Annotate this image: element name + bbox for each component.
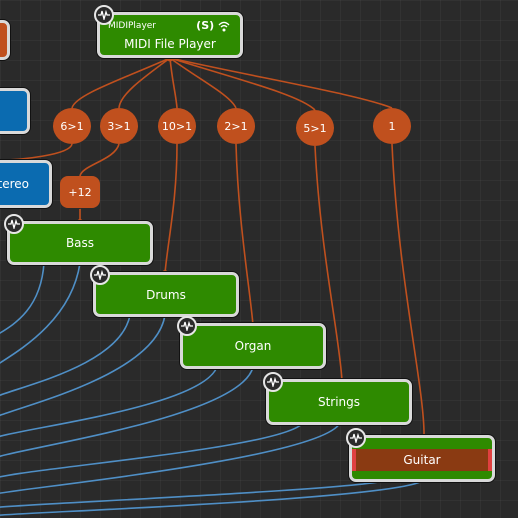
channel-op-10[interactable]: 10>1	[158, 108, 196, 144]
midi-player-node[interactable]: MIDIPlayer (S) MIDI File Player	[94, 5, 243, 58]
midi-wire	[79, 143, 120, 177]
organ-node-label: Organ	[234, 339, 272, 353]
sync-status-glyph: (S)	[196, 19, 215, 32]
channel-op-3[interactable]: 3>1	[100, 108, 138, 144]
strings-node[interactable]: Strings	[263, 372, 412, 425]
channel-op-label: 1	[388, 119, 396, 133]
guitar-selection-bar: Guitar	[352, 449, 492, 471]
midi-wire	[164, 143, 178, 274]
midi-wire	[169, 57, 393, 109]
midi-wire	[235, 143, 254, 326]
audio-wire	[0, 314, 166, 417]
channel-op-2[interactable]: 2>1	[217, 108, 255, 144]
channel-op-1[interactable]: 1	[373, 108, 411, 144]
midi-wire	[71, 57, 171, 109]
stereo-node-label: tereo	[0, 177, 29, 191]
audio-wire	[0, 422, 341, 494]
waveform-icon	[90, 265, 110, 285]
offscreen-node-orange[interactable]	[0, 20, 10, 60]
audio-wire	[0, 479, 389, 508]
transpose-op[interactable]: +12	[60, 176, 100, 208]
stereo-node[interactable]: tereo	[0, 160, 52, 208]
midi-wire	[314, 145, 343, 382]
channel-op-label: 2>1	[224, 119, 248, 133]
audio-wire	[0, 366, 254, 458]
audio-wire	[0, 479, 425, 516]
bass-node-label: Bass	[65, 236, 95, 250]
midi-player-title: MIDI File Player	[124, 37, 216, 51]
offscreen-node-blue[interactable]	[0, 88, 30, 134]
midi-wire	[169, 57, 178, 109]
channel-op-5[interactable]: 5>1	[296, 110, 334, 146]
midi-wire	[118, 57, 171, 109]
drums-node-label: Drums	[146, 287, 186, 302]
guitar-node-label: Guitar	[403, 453, 441, 467]
strings-node-label: Strings	[317, 395, 361, 409]
guitar-node[interactable]: Guitar	[346, 428, 495, 482]
waveform-icon	[94, 5, 114, 25]
midi-player-type-label: MIDIPlayer	[108, 21, 157, 31]
waveform-icon	[177, 316, 197, 336]
midi-wire	[169, 57, 316, 111]
channel-op-label: 6>1	[60, 119, 84, 133]
wifi-icon	[218, 21, 230, 31]
midi-wire	[391, 143, 425, 438]
waveform-icon	[4, 214, 24, 234]
audio-wire	[0, 262, 81, 364]
audio-wire	[0, 262, 45, 334]
channel-op-label: 5>1	[303, 121, 327, 135]
organ-node[interactable]: Organ	[177, 316, 326, 369]
audio-wire	[0, 366, 218, 438]
waveform-icon	[346, 428, 366, 448]
audio-wire	[0, 422, 304, 478]
channel-op-label: 3>1	[107, 119, 131, 133]
audio-wire	[0, 314, 131, 397]
midi-wire	[169, 57, 237, 109]
transpose-op-label: +12	[68, 185, 92, 199]
midi-wire	[0, 143, 73, 161]
bass-node[interactable]: Bass	[4, 214, 153, 265]
waveform-icon	[263, 372, 283, 392]
channel-op-label: 10>1	[161, 119, 193, 133]
channel-op-6[interactable]: 6>1	[53, 108, 91, 144]
midi-player-status: (S)	[196, 19, 230, 32]
drums-node[interactable]: Drums	[90, 265, 239, 317]
